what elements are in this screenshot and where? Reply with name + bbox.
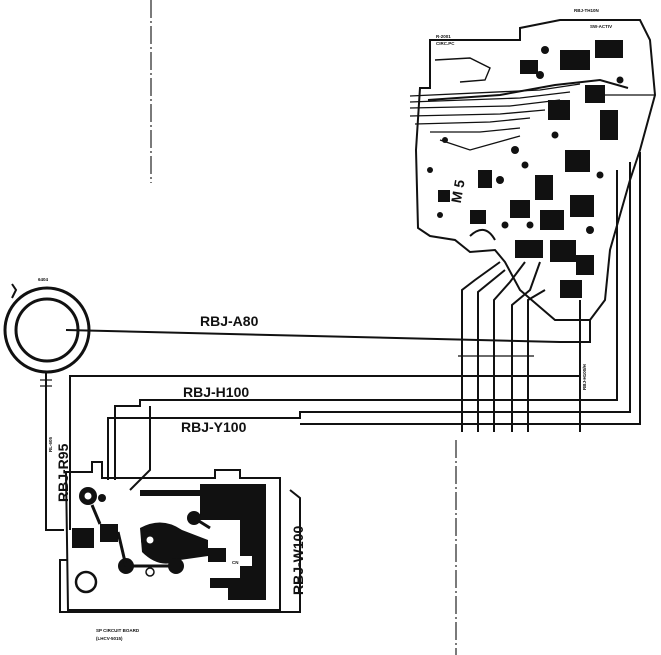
wire-label-rbj-w100: RBJ-W100	[290, 526, 306, 595]
svg-text:R-2001: R-2001	[436, 34, 451, 39]
svg-text:RBJ-H100/H: RBJ-H100/H	[582, 364, 587, 390]
guide-lines	[150, 0, 457, 655]
svg-text:CN: CN	[232, 560, 239, 565]
sub-board: CN SP CIRCUIT BOARD (LHCV-5015)	[64, 461, 281, 641]
wire-label-rbj-h100: RBJ-H100	[183, 384, 249, 400]
svg-text:6404: 6404	[38, 277, 49, 282]
svg-text:CIRC.PC: CIRC.PC	[436, 41, 455, 46]
svg-text:SW-ACTIV: SW-ACTIV	[590, 24, 612, 29]
board-center-marks: M 5	[448, 178, 468, 204]
speaker: 6404	[3, 277, 91, 374]
svg-text:RL-605: RL-605	[48, 436, 53, 452]
svg-text:RBJ-TH10N: RBJ-TH10N	[574, 8, 599, 13]
wire-harness: RBJ-A80 RBJ-H100 RBJ-Y100 RBJ-R95 RBJ-W1…	[40, 152, 641, 613]
svg-text:SP CIRCUIT BOARD: SP CIRCUIT BOARD	[96, 628, 140, 633]
svg-text:(LHCV-5015): (LHCV-5015)	[96, 636, 123, 641]
wire-label-rbj-a80: RBJ-A80	[200, 313, 259, 329]
wire-label-rbj-y100: RBJ-Y100	[181, 419, 247, 435]
main-board: R-2001 CIRC.PC RBJ-TH10N SW-ACTIV M 5	[409, 8, 657, 321]
